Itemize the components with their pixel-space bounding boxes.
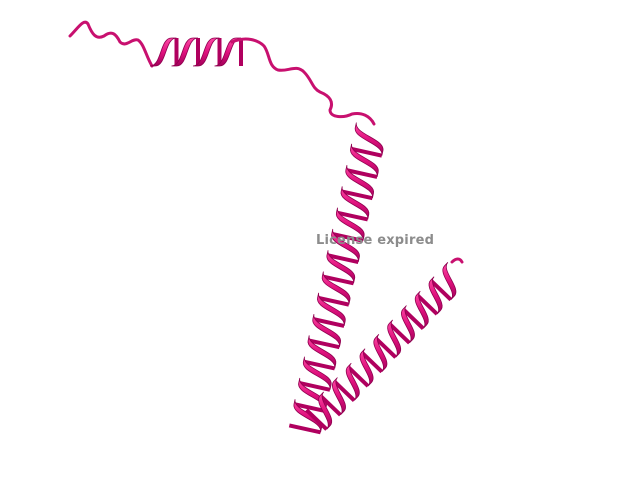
helix-turn — [354, 122, 384, 156]
helix-back-edge — [288, 423, 321, 435]
helix-long-vertical — [288, 122, 384, 435]
helix-back-edge — [305, 408, 329, 431]
helix-turn — [192, 37, 220, 67]
n-terminal-coil — [68, 20, 154, 68]
helix-turn — [149, 37, 177, 67]
c-terminal-coil — [450, 257, 464, 264]
helix-diagonal — [305, 262, 457, 431]
helix-turn — [340, 186, 370, 220]
helix-turn — [293, 399, 323, 433]
helix-short-top — [149, 37, 243, 67]
license-watermark: License expired — [316, 233, 435, 248]
helix-turn — [326, 250, 356, 284]
helix-turn — [303, 356, 332, 390]
helix-turn — [336, 207, 365, 241]
linker-coil — [230, 37, 376, 126]
helix-turn — [307, 335, 337, 369]
helix-turn — [171, 37, 199, 67]
helix-turn — [321, 271, 351, 305]
helix-turn — [317, 292, 346, 326]
